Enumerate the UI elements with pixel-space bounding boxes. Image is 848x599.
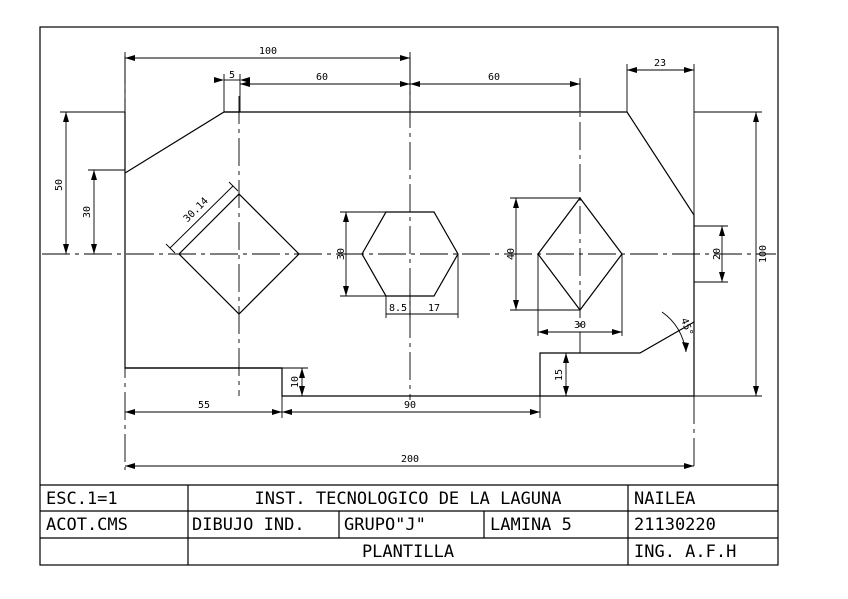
sheet-label: LAMINA 5	[490, 515, 572, 535]
dim-30-left: 30	[82, 206, 93, 218]
drawing-title: PLANTILLA	[362, 542, 454, 562]
dim-30-hexagon: 30	[336, 248, 347, 260]
dim-90: 90	[404, 400, 416, 411]
dim-10: 10	[290, 376, 301, 388]
dim-60-left: 60	[316, 72, 328, 83]
arrowheads	[63, 55, 759, 469]
dim-8-5: 8.5	[389, 303, 407, 314]
center-lines	[42, 56, 776, 470]
dim-5: 5	[229, 70, 235, 81]
group-label: GRUPO"J"	[344, 515, 426, 535]
dimension-labels: 100 5 60 60 23 50 30 30.14 30 40 20 100 …	[54, 46, 769, 465]
units-label: ACOT.CMS	[46, 515, 128, 535]
scale-label: ESC.1=1	[46, 489, 118, 509]
student-name: NAILEA	[634, 489, 695, 509]
dim-23: 23	[654, 58, 666, 69]
dim-40: 40	[506, 248, 517, 260]
dim-200: 200	[401, 454, 419, 465]
square-cutout	[178, 193, 300, 315]
title-block: ESC.1=1 INST. TECNOLOGICO DE LA LAGUNA N…	[40, 484, 778, 565]
dim-30-rhombus: 30	[574, 320, 586, 331]
part-outline-path	[124, 173, 695, 397]
dim-15: 15	[554, 369, 565, 381]
student-id: 21130220	[634, 515, 716, 535]
part-outline-upper	[124, 111, 695, 322]
dim-60-right: 60	[488, 72, 500, 83]
dim-50: 50	[54, 179, 65, 191]
institute-label: INST. TECNOLOGICO DE LA LAGUNA	[254, 489, 561, 509]
sheet-border	[39, 26, 779, 566]
dim-100-top: 100	[259, 46, 277, 57]
instructor-label: ING. A.F.H	[634, 542, 736, 562]
course-label: DIBUJO IND.	[192, 515, 305, 535]
dim-55: 55	[198, 400, 210, 411]
dim-17: 17	[428, 303, 440, 314]
dimension-lines	[60, 52, 762, 467]
dim-20: 20	[712, 248, 723, 260]
dim-100-right: 100	[758, 245, 769, 263]
dim-30-14: 30.14	[182, 196, 211, 225]
